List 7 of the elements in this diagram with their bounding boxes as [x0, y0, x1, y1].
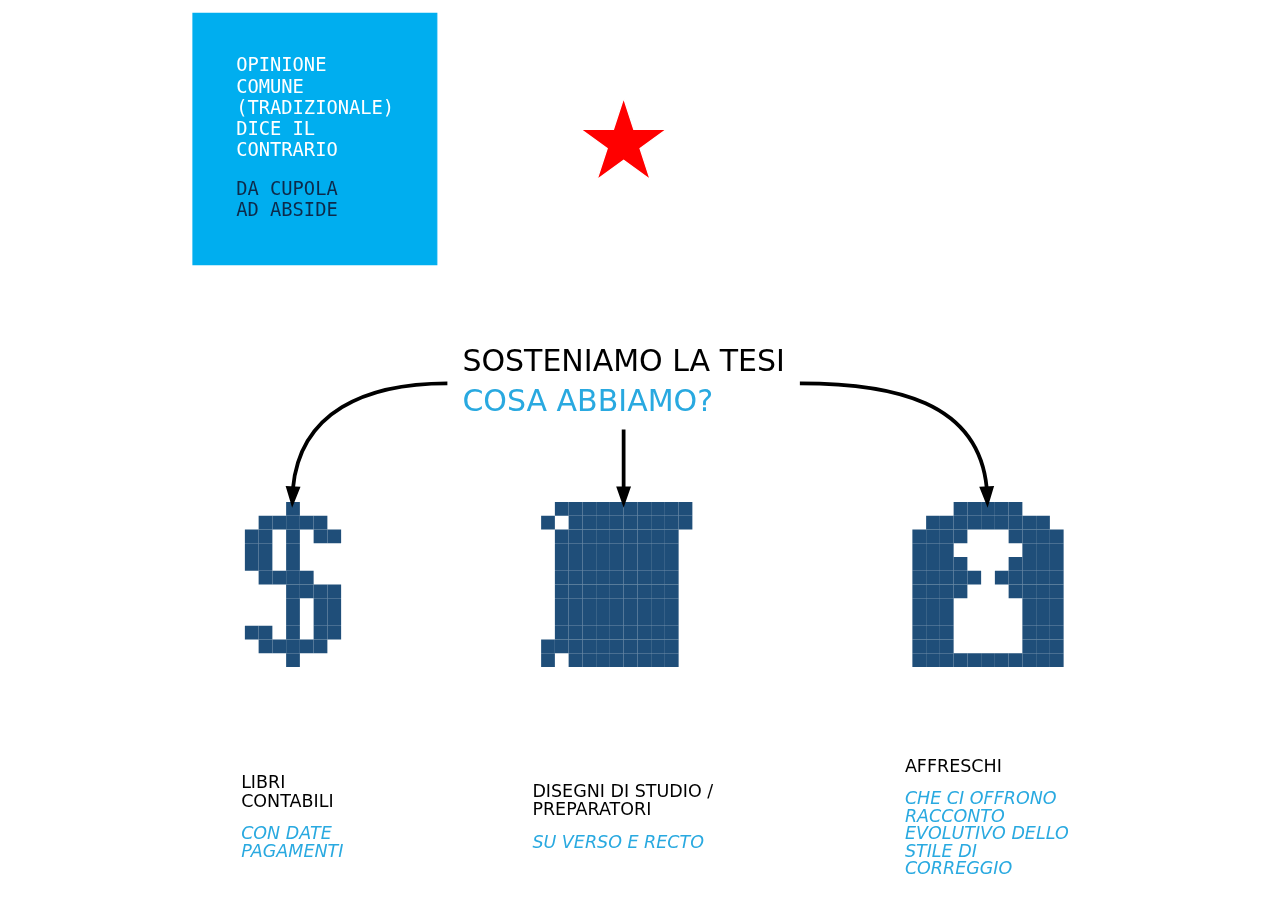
node-label: DISEGNI DI STUDIO / PREPARATORI — [532, 780, 714, 820]
node-label: LIBRI CONTABILI — [241, 771, 334, 811]
node-label: SU VERSO E RECTO — [532, 831, 705, 852]
node-text: SOSTENIAMO LA TESI COSA ABBIAMO? — [462, 343, 785, 418]
node-label: CHE CI OFFRONO RACCONTO EVOLUTIVO DELLO STILE DI CORREGGIO — [904, 788, 1069, 879]
node-label: CON DATE PAGAMENTI — [241, 823, 344, 861]
node-label: AFFRESCHI — [904, 755, 1002, 776]
